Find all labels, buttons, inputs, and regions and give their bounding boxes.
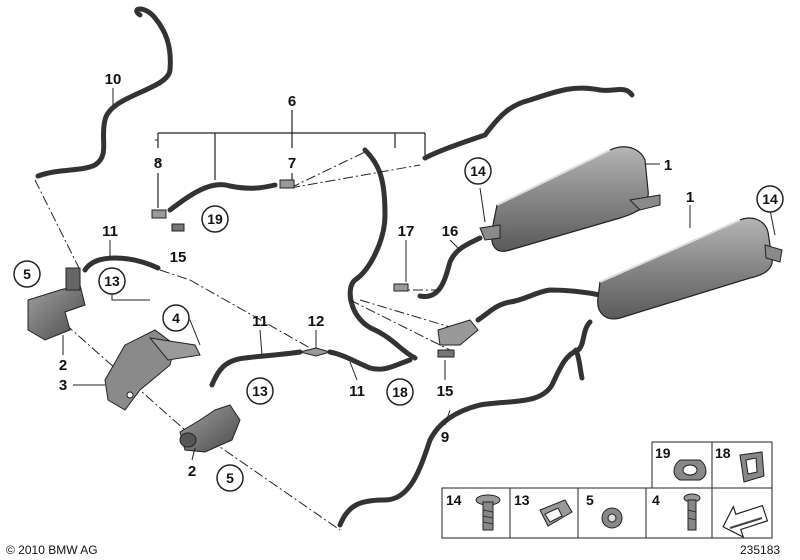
table-label-5: 5 <box>586 492 594 508</box>
hose-17[interactable] <box>347 147 418 361</box>
label-17[interactable]: 17 <box>398 223 415 240</box>
diagram-number: 235183 <box>740 543 780 557</box>
valve-2-lower[interactable] <box>179 404 241 453</box>
connector-8[interactable] <box>151 209 185 232</box>
table-label-13: 13 <box>514 492 530 508</box>
callout-19[interactable] <box>201 205 229 233</box>
label-1-upper[interactable]: 1 <box>664 157 672 174</box>
table-label-4: 4 <box>652 492 660 508</box>
label-16[interactable]: 16 <box>442 223 459 240</box>
dash-lines <box>34 151 461 531</box>
callout-14-right[interactable] <box>756 185 784 213</box>
callout-5-upper[interactable] <box>13 260 41 288</box>
label-13-middle: 13 <box>252 383 268 399</box>
label-5-upper: 5 <box>23 266 31 282</box>
label-19: 19 <box>207 211 223 227</box>
callout-5-lower[interactable] <box>216 464 244 492</box>
label-2-lower[interactable]: 2 <box>188 463 196 480</box>
callout-13-upper[interactable] <box>98 267 126 295</box>
label-3[interactable]: 3 <box>59 377 67 394</box>
table-label-18: 18 <box>715 445 731 461</box>
hose-11-right[interactable] <box>327 349 413 372</box>
callout-14-upper[interactable] <box>464 157 492 185</box>
screw-14-icon <box>475 494 501 531</box>
valve-2-upper[interactable] <box>27 267 86 341</box>
bracket-3[interactable] <box>104 329 201 411</box>
connector-7[interactable] <box>279 179 295 189</box>
callout-4[interactable] <box>162 304 190 332</box>
hose-10[interactable] <box>35 6 173 179</box>
arrow-icon <box>722 504 769 539</box>
clip-17[interactable] <box>393 283 409 292</box>
table-label-14: 14 <box>446 492 462 508</box>
label-11-right[interactable]: 11 <box>349 383 365 400</box>
label-9[interactable]: 9 <box>441 429 449 446</box>
connector-12[interactable] <box>299 347 332 357</box>
hose-11-middle[interactable] <box>209 349 303 388</box>
label-14-upper: 14 <box>470 163 486 179</box>
table-cell-4[interactable] <box>645 487 713 539</box>
hose-top-right[interactable] <box>422 85 635 161</box>
label-15-upper[interactable]: 15 <box>170 249 187 266</box>
nut-5-icon <box>601 507 623 529</box>
label-14-right: 14 <box>762 191 778 207</box>
label-8[interactable]: 8 <box>154 155 162 172</box>
clip-19-icon <box>673 459 707 481</box>
bolt-4-icon <box>683 493 701 531</box>
label-12[interactable]: 12 <box>308 313 325 330</box>
table-label-19: 19 <box>655 445 671 461</box>
label-5-lower: 5 <box>226 470 234 486</box>
hose-11-upper[interactable] <box>82 255 161 273</box>
callout-13-middle[interactable] <box>246 377 274 405</box>
labels: 6 7 8 10 19 14 14 1 1 15 15 11 11 11 5 5… <box>13 71 784 492</box>
connector-15[interactable] <box>437 319 479 358</box>
label-4: 4 <box>172 310 180 326</box>
label-11-middle[interactable]: 11 <box>252 313 268 330</box>
label-10[interactable]: 10 <box>105 71 122 88</box>
label-1-lower[interactable]: 1 <box>686 189 694 206</box>
label-7[interactable]: 7 <box>288 155 296 172</box>
canister-upper[interactable] <box>479 146 661 252</box>
bracket-6 <box>157 110 426 208</box>
hose-9-tip[interactable] <box>573 347 585 381</box>
hoses <box>35 6 635 528</box>
copyright-text: © 2010 BMW AG <box>6 543 98 557</box>
label-15-lower[interactable]: 15 <box>437 383 454 400</box>
label-6[interactable]: 6 <box>288 93 296 110</box>
hose-7[interactable] <box>167 182 278 213</box>
label-18: 18 <box>392 384 408 400</box>
parts-table: 19 18 14 13 5 4 <box>441 441 773 539</box>
clip-13-icon <box>539 499 573 527</box>
canister-lower[interactable] <box>597 217 783 320</box>
label-2-upper[interactable]: 2 <box>59 357 67 374</box>
hose-16[interactable] <box>417 235 483 299</box>
label-11-upper[interactable]: 11 <box>102 223 118 240</box>
label-13-upper: 13 <box>104 273 120 289</box>
table-cell-14[interactable] <box>441 487 511 539</box>
hose-canister-link[interactable] <box>475 287 603 323</box>
callout-18[interactable] <box>386 378 414 406</box>
clip-18-icon <box>739 451 765 483</box>
